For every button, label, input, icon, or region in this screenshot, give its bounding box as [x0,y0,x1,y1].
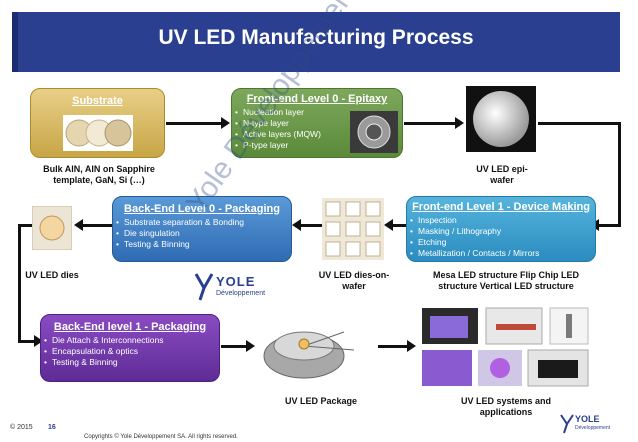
frontend-level0-header: Front-end Level 0 - Epitaxy [246,93,388,105]
dies-on-wafer-caption: UV LED dies-on-wafer [318,270,390,291]
list-item: Testing & Binning [124,239,291,250]
arrow-backend0-to-dies [82,224,112,227]
substrate-wafers-image [63,115,133,151]
yole-logo-mark-icon [194,273,214,301]
yole-logo-subtext: Développement [216,290,266,297]
connector-right-top [538,122,620,125]
arrow-dies-to-backend0 [300,224,322,227]
list-item: Substrate separation & Bonding [124,217,291,228]
footer-yole-logo: YOLE Développement [560,412,630,436]
footer-yole-logo-mark-icon [560,414,574,434]
list-item: Die Attach & Interconnections [52,335,219,346]
list-item: N-type layer [243,118,402,129]
uv-led-systems-images [420,304,590,390]
frontend-level1-caption: Mesa LED structure Flip Chip LED structu… [432,270,580,291]
connector-left-bottom [18,340,36,343]
footer-year: © 2015 [10,424,33,431]
list-item: Active layers (MQW) [243,129,402,140]
uv-led-dies-caption: UV LED dies [25,270,79,280]
backend-level0-box: Back-End Level 0 - Packaging Substrate s… [112,196,292,262]
arrowhead [74,219,83,231]
footer-copyright: Copyrights © Yole Développement SA. All … [84,434,238,440]
page-number: 16 [48,424,56,431]
arrowhead [246,340,255,352]
frontend-level0-box: Front-end Level 0 - Epitaxy Nucleation l… [231,88,403,158]
title-banner [12,12,620,72]
arrow-epitaxy-to-wafer [404,122,456,125]
list-item: Metallization / Contacts / Mirrors [418,248,595,259]
uv-led-package-image [258,306,376,388]
frontend-level1-list: Inspection Masking / Lithography Etching… [407,215,595,259]
list-item: Nucleation layer [243,107,402,118]
list-item: Encapsulation & optics [52,346,219,357]
footer-yole-logo-text: YOLE [575,414,600,424]
list-item: Die singulation [124,228,291,239]
arrowhead [407,340,416,352]
arrowhead [292,219,301,231]
substrate-box: Substrate [30,88,165,158]
yole-logo-text: YOLE [216,274,256,289]
connector-right-bottom [598,224,621,227]
connector-left-top [18,224,32,227]
arrow-package-to-systems [378,345,408,348]
epi-wafer-caption: UV LED epi-wafer [476,164,528,185]
list-item: Inspection [418,215,595,226]
list-item: Masking / Lithography [418,226,595,237]
connector-left-vertical [18,224,21,342]
dies-on-wafer-image [322,198,384,260]
backend-level1-box: Back-End level 1 - Packaging Die Attach … [40,314,220,382]
connector-right-vertical [618,122,621,226]
arrowhead [384,219,393,231]
arrow-backend1-to-package [221,345,247,348]
uv-led-dies-image [32,206,72,250]
arrow-substrate-to-epitaxy [166,122,222,125]
list-item: Etching [418,237,595,248]
arrowhead [34,335,43,347]
arrowhead [221,117,230,129]
yole-logo: YOLE Développement [194,272,274,306]
uv-led-package-caption: UV LED Package [284,396,358,406]
epi-wafer-image [466,86,536,152]
substrate-header: Substrate [72,95,123,107]
backend-level1-list: Die Attach & Interconnections Encapsulat… [41,335,219,368]
page-title: UV LED Manufacturing Process [158,26,474,49]
arrowhead [455,117,464,129]
arrow-device-to-dies [392,224,406,227]
frontend-level1-header: Front-end Level 1 - Device Making [412,201,590,213]
backend-level0-header: Back-End Level 0 - Packaging [124,203,280,215]
substrate-caption: Bulk AlN, AlN on Sapphire template, GaN,… [43,164,155,185]
uv-led-systems-caption: UV LED systems and applications [460,396,552,417]
backend-level0-list: Substrate separation & Bonding Die singu… [113,217,291,250]
list-item: P-type layer [243,140,402,151]
backend-level1-header: Back-End level 1 - Packaging [53,321,207,333]
footer-yole-logo-subtext: Développement [575,425,611,431]
epitaxy-reactor-image [350,111,398,153]
list-item: Testing & Binning [52,357,219,368]
frontend-level0-list: Nucleation layer N-type layer Active lay… [232,107,402,151]
frontend-level1-box: Front-end Level 1 - Device Making Inspec… [406,196,596,262]
